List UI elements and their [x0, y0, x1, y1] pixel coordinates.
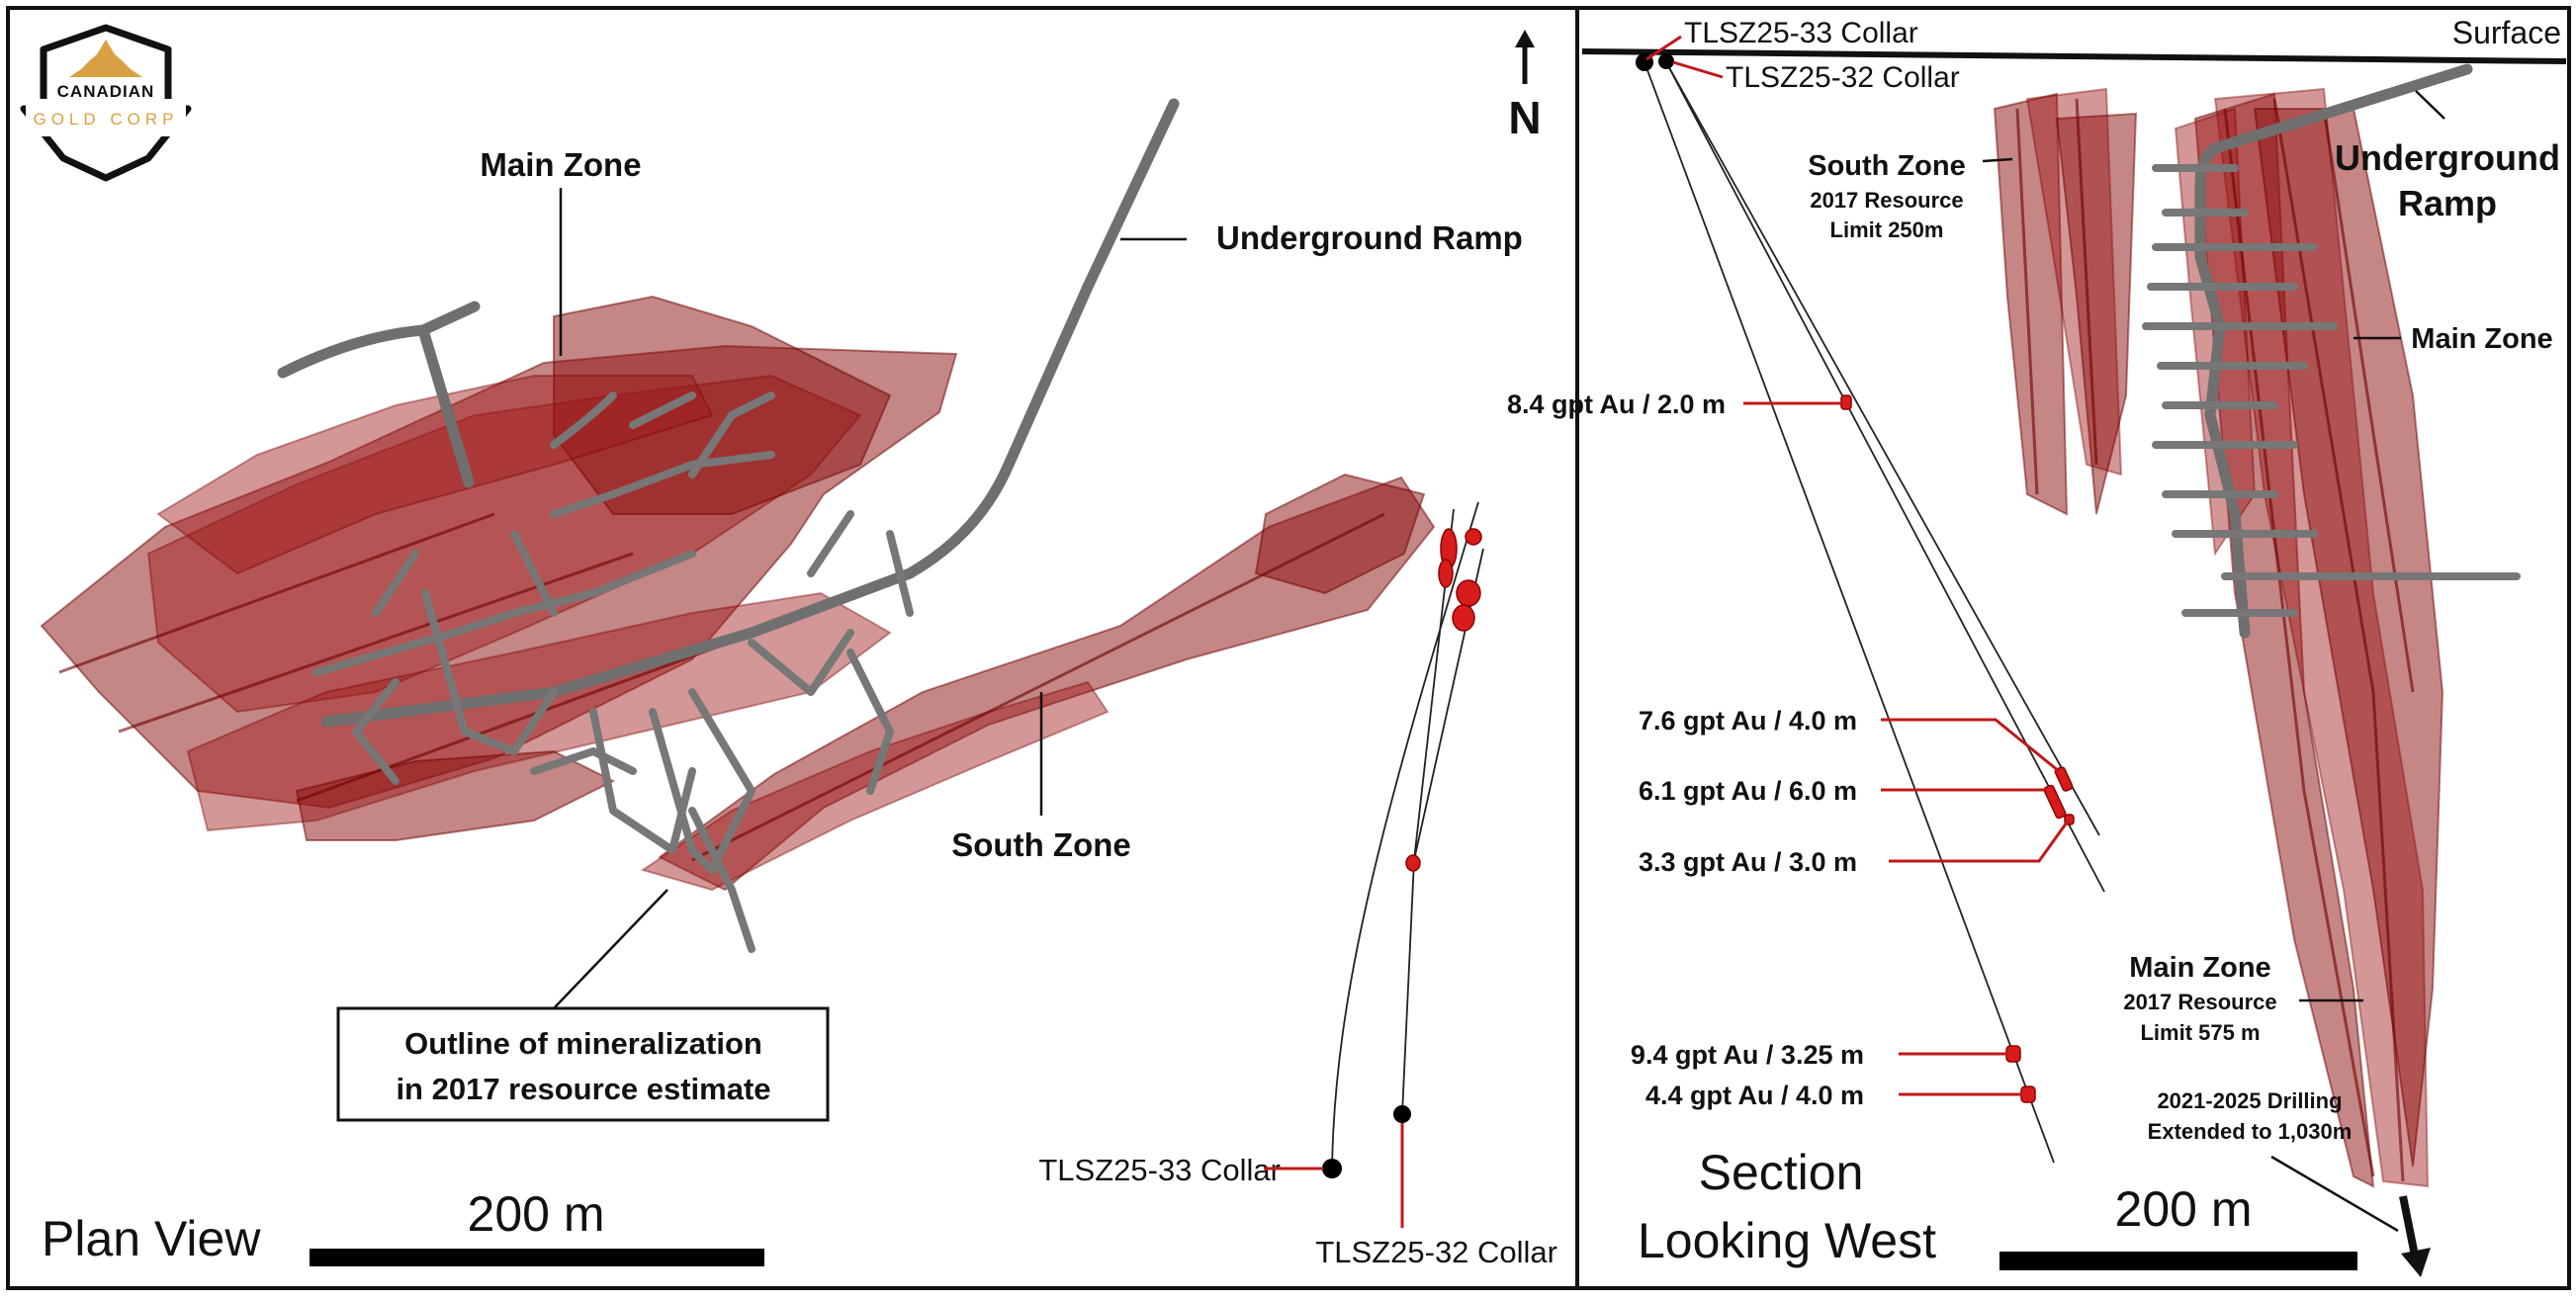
intercept-label: 3.3 gpt Au / 3.0 m — [1639, 847, 1857, 877]
plan-tunnels — [277, 98, 1180, 953]
label-south-zone-sub1: 2017 Resource — [1810, 188, 1963, 213]
logo-text-gold-corp: GOLD CORP — [33, 110, 178, 129]
plan-drill-traces — [1322, 501, 1484, 1178]
label-surface: Surface — [2452, 15, 2561, 50]
outline-box-line1: Outline of mineralization — [404, 1026, 762, 1061]
label-south-zone-section: South Zone — [1808, 150, 1965, 182]
section-drill-traces — [1636, 53, 2105, 1164]
leader-outline — [553, 889, 668, 1009]
intercept-labels: 8.4 gpt Au / 2.0 m 7.6 gpt Au / 4.0 m 6.… — [1507, 390, 2069, 1110]
section-title-line1: Section — [1699, 1145, 1864, 1200]
collar-32-marker — [1393, 1105, 1411, 1123]
section-title-line2: Looking West — [1638, 1213, 1936, 1268]
plan-view-title: Plan View — [42, 1211, 261, 1266]
plan-scale-bar — [310, 1249, 764, 1266]
arrow-up-icon — [1515, 30, 1535, 47]
section-scale-label: 200 m — [2115, 1181, 2253, 1237]
section-collar-32-marker — [1658, 53, 1674, 69]
label-ramp-line2: Ramp — [2398, 183, 2497, 223]
label-main-zone-section-lower: Main Zone — [2129, 952, 2270, 984]
section-tunnels — [2142, 63, 2521, 639]
label-main-zone: Main Zone — [480, 146, 641, 183]
label-main-zone-section-upper: Main Zone — [2411, 323, 2552, 355]
label-drilling-line1: 2021-2025 Drilling — [2157, 1088, 2342, 1113]
label-underground-ramp: Underground Ramp — [1216, 219, 1523, 256]
outline-legend-box: Outline of mineralization in 2017 resour… — [336, 1006, 830, 1122]
label-collar-33-section: TLSZ25-33 Collar — [1684, 17, 1918, 49]
company-logo: CANADIAN GOLD CORP — [20, 24, 192, 182]
intercept-label: 4.4 gpt Au / 4.0 m — [1645, 1081, 1864, 1110]
label-main-zone-sub1: 2017 Resource — [2123, 990, 2276, 1014]
intercept-label: 6.1 gpt Au / 6.0 m — [1639, 776, 1857, 806]
underground-ramp — [320, 98, 1180, 728]
outer-frame — [6, 6, 2571, 1290]
section-scale-bar — [1999, 1252, 2357, 1270]
surface-line — [1581, 48, 2567, 64]
intercept-label: 8.4 gpt Au / 2.0 m — [1507, 390, 1726, 419]
label-main-zone-sub2: Limit 575 m — [2140, 1020, 2260, 1045]
plan-scale-label: 200 m — [468, 1186, 605, 1242]
label-ramp-line1: Underground — [2335, 137, 2560, 178]
label-south-zone-sub2: Limit 250m — [1830, 217, 1944, 242]
label-collar-32-section: TLSZ25-32 Collar — [1726, 61, 1960, 94]
north-label: N — [1508, 92, 1541, 143]
maple-leaf-icon — [69, 40, 142, 77]
outline-box-line2: in 2017 resource estimate — [396, 1072, 770, 1106]
intercept-label: 9.4 gpt Au / 3.25 m — [1631, 1040, 1864, 1070]
north-arrow: N — [1508, 30, 1542, 143]
label-south-zone: South Zone — [951, 826, 1130, 863]
label-collar-32-plan: TLSZ25-32 Collar — [1315, 1235, 1557, 1269]
collar-33-marker — [1322, 1159, 1342, 1178]
logo-text-canadian: CANADIAN — [57, 82, 155, 101]
plan-mineralization — [40, 295, 1436, 892]
label-drilling-line2: Extended to 1,030m — [2148, 1119, 2353, 1144]
label-collar-33-plan: TLSZ25-33 Collar — [1038, 1153, 1281, 1187]
intercept-label: 7.6 gpt Au / 4.0 m — [1639, 706, 1857, 736]
depth-extension-arrow — [2399, 1195, 2431, 1277]
arrow-down-icon — [2401, 1248, 2431, 1277]
